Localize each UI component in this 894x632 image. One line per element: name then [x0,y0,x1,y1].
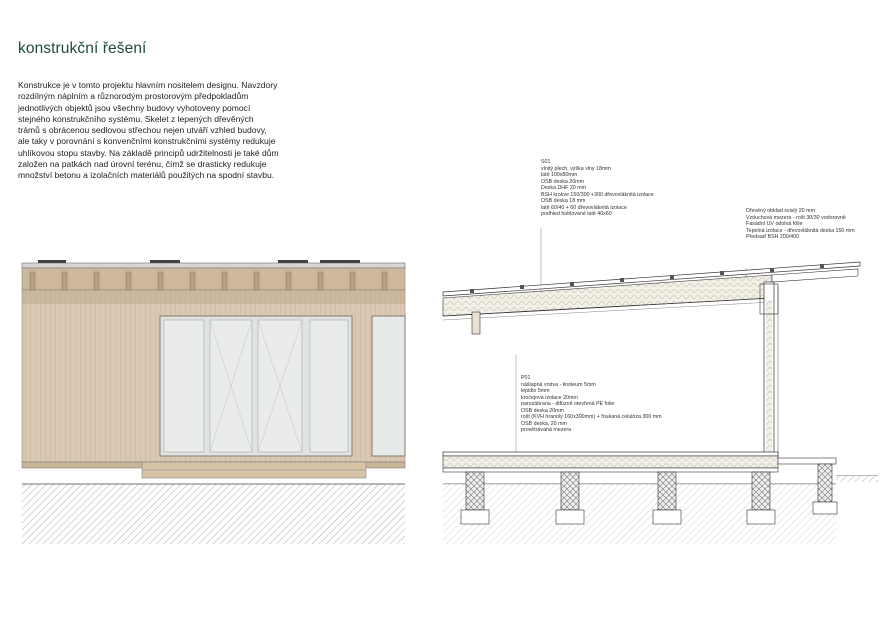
terrace-deck [777,457,837,465]
section-wall-insulation [766,300,772,456]
elevation-view [21,260,406,544]
elevation-ground [22,484,405,544]
elevation-roof-edge [21,262,406,269]
wall-build-up-note: Dřevěný obklad svislý 20 mm Vzduchová me… [746,208,855,241]
footings [460,463,838,525]
section-ground [443,484,836,544]
floor-insulation [442,455,779,469]
floor-finish [442,451,779,457]
section-view [442,228,878,544]
floor-build-up-note: P01 nášlapná vrstva - linoleum 5mm lepid… [521,375,662,434]
elevation-fascia [21,267,406,291]
rafter-ends [29,271,388,291]
page-title: konstrukční řešení [18,40,147,57]
intro-paragraph: Konstrukce je v tomto projektu hlavním n… [18,80,279,181]
elevation-glazing [159,315,406,457]
roof-build-up-note: S01 vlnitý plech, výška vlny 18mm latě 1… [541,159,654,218]
section-beam-left [471,311,481,335]
